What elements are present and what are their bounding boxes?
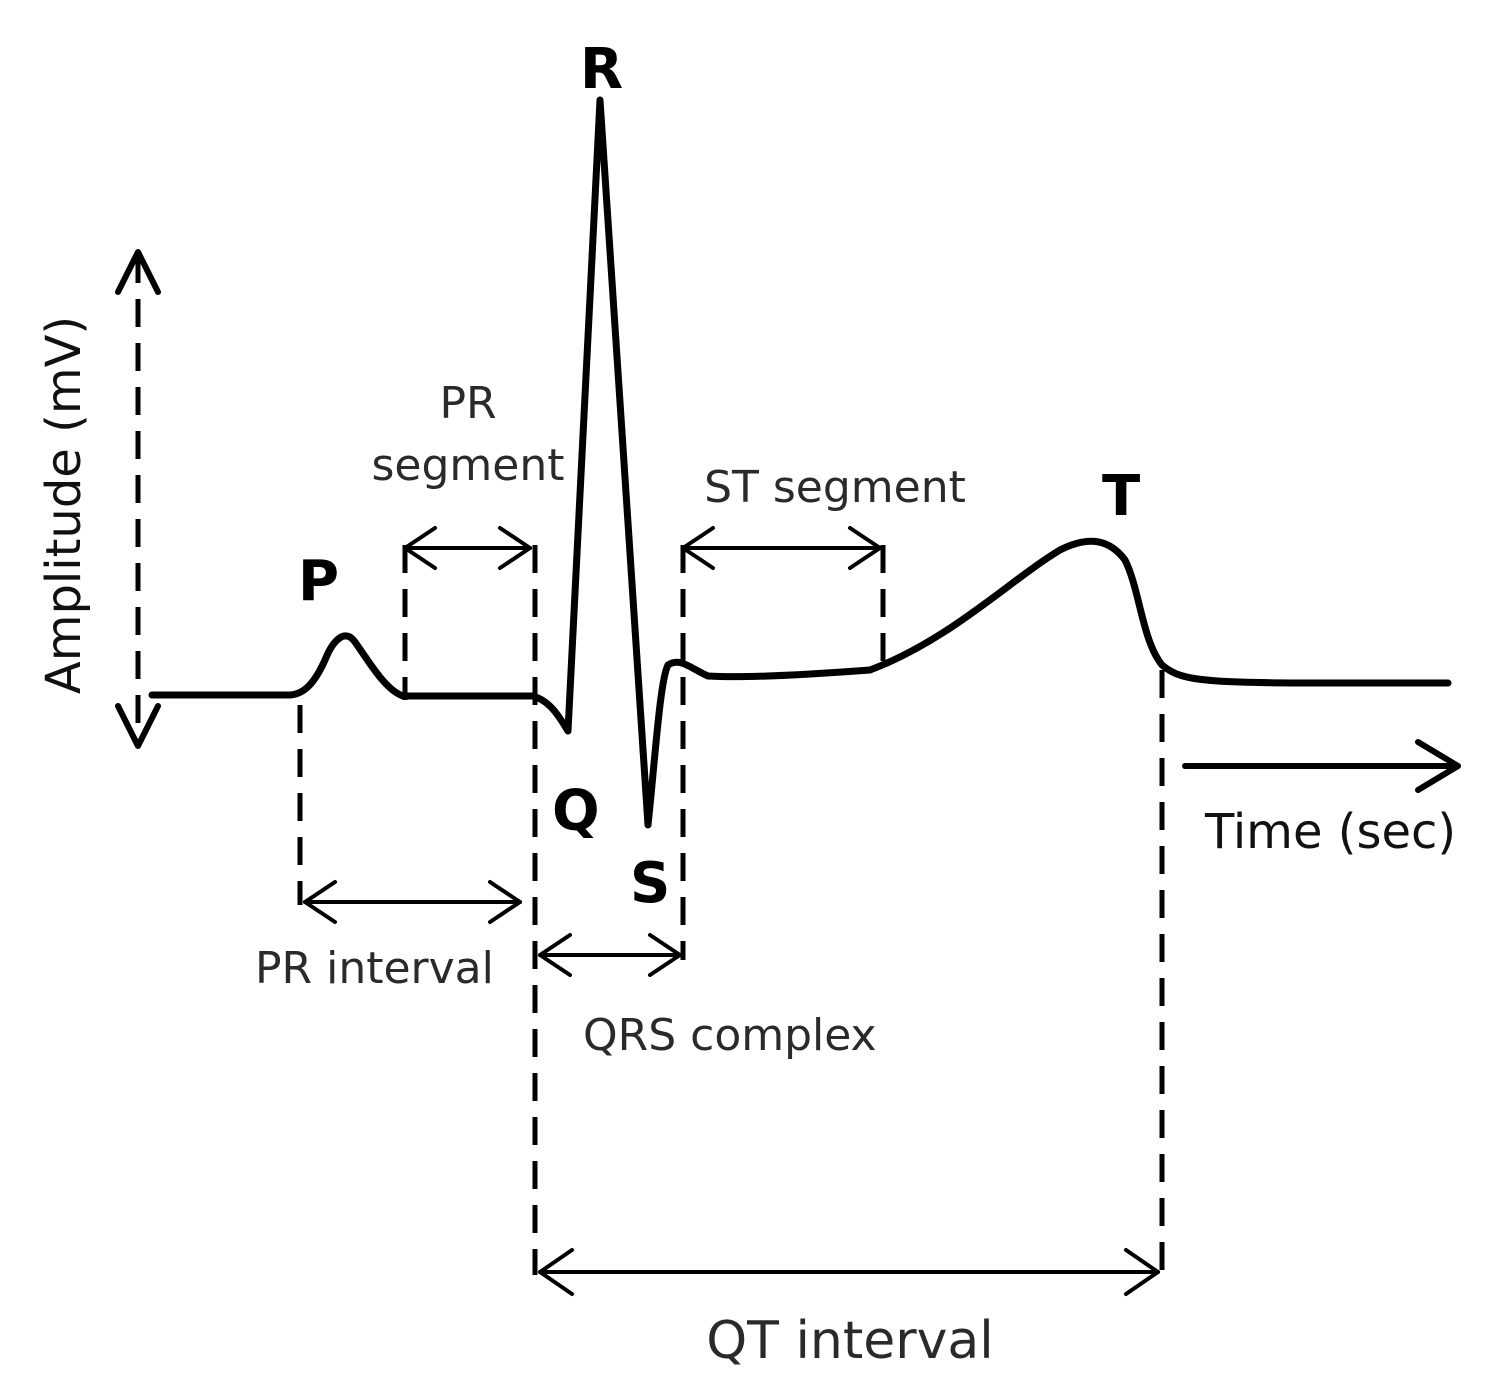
label-pr-segment-line1: PR [439,378,496,429]
qrs-complex-arrow [538,933,682,977]
label-qrs-complex: QRS complex [583,1010,877,1061]
label-pr-segment-line2: segment [372,440,565,491]
time-axis-arrow [1182,739,1461,793]
amplitude-axis-arrow [115,249,161,749]
label-p-wave: P [298,549,339,614]
label-t-wave: T [1102,464,1140,529]
label-qt-interval: QT interval [706,1311,993,1371]
label-time-axis: Time (sec) [1204,804,1456,860]
st-segment-arrow [681,526,882,570]
label-q-wave: Q [552,779,600,844]
label-pr-interval: PR interval [255,943,494,994]
pr-interval-arrow [303,880,522,924]
label-s-wave: S [630,851,670,916]
pr-segment-arrow [403,526,532,570]
label-amplitude-axis: Amplitude (mV) [36,316,92,694]
qt-interval-arrow [538,1248,1160,1296]
ecg-waveform [148,96,1452,829]
label-r-wave: R [580,37,623,102]
label-st-segment: ST segment [704,462,966,513]
